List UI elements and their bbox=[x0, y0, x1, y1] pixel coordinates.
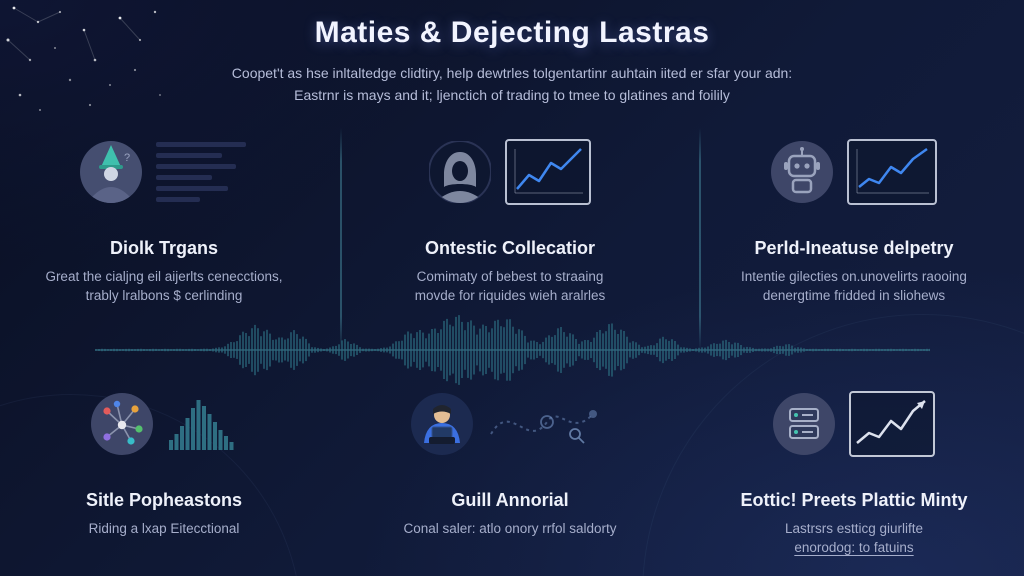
wizard-avatar-icon: ? bbox=[80, 141, 142, 203]
page-title: Maties & Dejecting Lastras bbox=[314, 16, 710, 49]
feature-card-sitle-popheastons: Sitle Popheastons Riding a lxap Eiteccti… bbox=[18, 386, 310, 538]
card-title: Ontestic Collecatior bbox=[424, 238, 596, 258]
trend-chart-graphic bbox=[849, 391, 935, 457]
divider-vertical-left bbox=[340, 128, 342, 350]
divider-vertical-right bbox=[699, 128, 701, 350]
header: Maties & Dejecting Lastras Coopet't as h… bbox=[0, 16, 1024, 106]
card-desc-line1: Lastrsrs estticg giurlifte bbox=[784, 521, 924, 536]
server-stack-icon bbox=[773, 393, 835, 455]
feature-card-diolk-trgans: ? Diolk Trgans Great the cialjng eil aij… bbox=[18, 134, 310, 305]
card-desc-line2: denergtime fridded in sliohews bbox=[762, 288, 946, 303]
subtitle-line1: Coopet't as hse inltaltedge clidtiry, he… bbox=[231, 65, 793, 81]
card-desc-line1: Intentie gilecties on.unovelirts raooing bbox=[741, 269, 967, 284]
hooded-figure-icon bbox=[429, 141, 491, 203]
histogram-graphic bbox=[167, 394, 237, 454]
card-description: Intentie gilecties on.unovelirts raooing… bbox=[702, 267, 1006, 305]
magnifier-icon bbox=[569, 428, 585, 444]
card-title: Eottic! Preets Plattic Minty bbox=[740, 490, 968, 510]
card-icon-row bbox=[18, 386, 310, 462]
subtitle-line2: Eastrnr is mays and it; ljenctich of tra… bbox=[294, 87, 730, 103]
feature-card-ontestic-collecatior: Ontestic Collecatior Comimaty of bebest … bbox=[362, 134, 658, 305]
card-description: Comimaty of bebest to straaing movde for… bbox=[362, 267, 658, 305]
card-description: Great the cialjng eil aijerlts cenecctio… bbox=[18, 267, 310, 305]
card-desc-line2: trably lralbons $ cerlinding bbox=[85, 288, 243, 303]
card-icon-row: ? bbox=[18, 134, 310, 210]
card-desc-line1: Conal saler: atlo onory rrfol saldorty bbox=[403, 521, 617, 536]
card-desc-line2: movde for riquides wieh aralrles bbox=[414, 288, 606, 303]
line-chart-graphic bbox=[505, 139, 591, 205]
svg-text:?: ? bbox=[124, 152, 130, 164]
card-icon-row bbox=[702, 134, 1006, 210]
line-chart-graphic bbox=[847, 139, 937, 205]
robot-head-icon bbox=[771, 141, 833, 203]
card-desc-line2: enorodog: to fatuins bbox=[794, 540, 914, 555]
card-title: Perld-Ineatuse delpetry bbox=[754, 238, 954, 258]
card-title: Guill Annorial bbox=[451, 490, 569, 510]
card-icon-row bbox=[702, 386, 1006, 462]
card-icon-row bbox=[362, 386, 658, 462]
card-description: Riding a lxap Eitecctional bbox=[18, 519, 310, 538]
page-subtitle: Coopet't as hse inltaltedge clidtiry, he… bbox=[0, 62, 1024, 106]
star-cluster-graphic bbox=[6, 6, 161, 111]
squiggle-graphic bbox=[487, 392, 609, 456]
card-description: Conal saler: atlo onory rrfol saldorty bbox=[362, 519, 658, 538]
audio-waveform-graphic bbox=[95, 315, 930, 385]
feature-card-perld-ineatuse: Perld-Ineatuse delpetry Intentie gilecti… bbox=[702, 134, 1006, 305]
analyst-avatar-icon bbox=[411, 393, 473, 455]
card-icon-row bbox=[362, 134, 658, 210]
feature-card-eottic-preets: Eottic! Preets Plattic Minty Lastrsrs es… bbox=[702, 386, 1006, 557]
card-desc-line1: Comimaty of bebest to straaing bbox=[416, 269, 604, 284]
card-description: Lastrsrs estticg giurlifte enorodog: to … bbox=[702, 519, 1006, 557]
card-desc-line1: Riding a lxap Eitecctional bbox=[88, 521, 240, 536]
network-graph-icon bbox=[91, 393, 153, 455]
feature-card-guill-annorial: Guill Annorial Conal saler: atlo onory r… bbox=[362, 386, 658, 538]
card-title: Sitle Popheastons bbox=[85, 490, 243, 510]
card-title: Diolk Trgans bbox=[109, 238, 219, 258]
card-desc-line1: Great the cialjng eil aijerlts cenecctio… bbox=[45, 269, 283, 284]
text-lines-graphic bbox=[156, 142, 248, 202]
